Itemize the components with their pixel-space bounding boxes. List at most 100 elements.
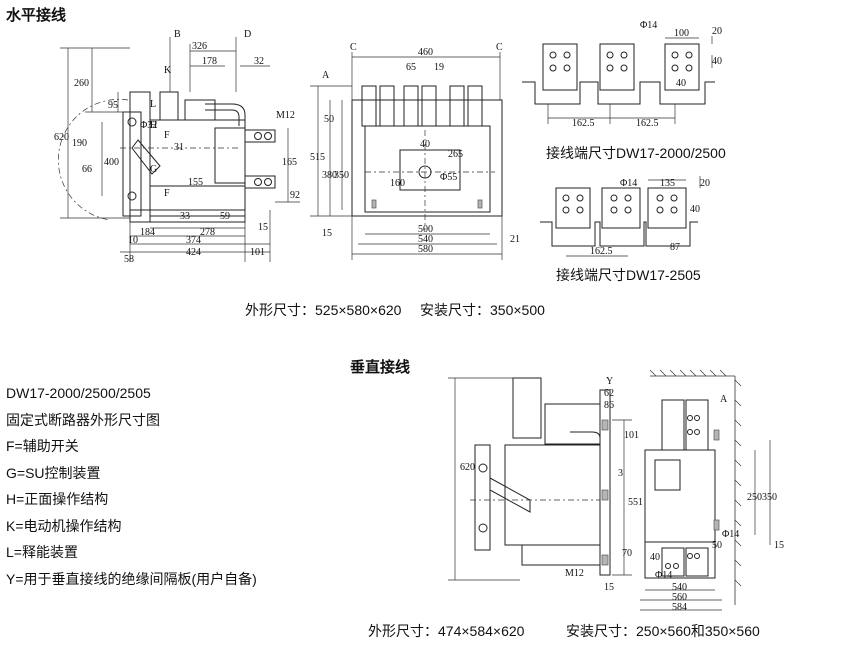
- dim-m12-side: M12: [276, 110, 295, 121]
- dim-165: 165: [282, 157, 297, 168]
- heading-horizontal: 水平接线: [6, 7, 67, 24]
- dim-phi32: Φ32: [140, 120, 157, 131]
- dim-460: 460: [418, 47, 433, 58]
- dim-vs-101: 101: [624, 430, 639, 441]
- legend-l: L=释能装置: [6, 544, 78, 560]
- dim-15-side: 15: [258, 222, 268, 233]
- dim-178: 178: [202, 56, 217, 67]
- dim-vf-540: 540: [672, 582, 687, 593]
- dim-58: 58: [124, 254, 134, 265]
- dim-160: 160: [390, 178, 405, 189]
- caption-terminal-2000-2500: 接线端尺寸DW17-2000/2500: [546, 145, 726, 161]
- dim-letter-h: H: [150, 120, 157, 131]
- dim-vs-620: 620: [460, 462, 475, 473]
- dim-65: 65: [406, 62, 416, 73]
- legend-title: 固定式断路器外形尺寸图: [6, 411, 160, 428]
- dim-t2-phi14: Φ14: [620, 178, 637, 189]
- dim-letter-g: G: [150, 164, 157, 175]
- dim-t1-40-v: 40: [712, 56, 722, 67]
- legend-model: DW17-2000/2500/2505: [6, 385, 151, 401]
- dim-c-left: C: [350, 42, 357, 53]
- dim-vf-a: A: [720, 394, 728, 405]
- dim-t1-20: 20: [712, 26, 722, 37]
- dim-32: 32: [254, 56, 264, 67]
- dim-t1-162-5-a: 162.5: [572, 118, 595, 129]
- dim-letter-d: D: [244, 29, 251, 40]
- dim-t1-100: 100: [674, 28, 689, 39]
- dim-95: 95: [108, 100, 118, 111]
- dim-vf-560: 560: [672, 592, 687, 603]
- terminal-detail-2000-2500: Φ14 100 20 40 40 162.5 162.5: [522, 20, 722, 129]
- dim-vs-86: 86: [604, 400, 614, 411]
- dim-vf-584: 584: [672, 602, 687, 613]
- dim-326: 326: [192, 41, 207, 52]
- dim-vf-15: 15: [774, 540, 784, 551]
- dim-15-front: 15: [322, 228, 332, 239]
- dim-vs-m12: M12: [565, 568, 584, 579]
- dim-vs-62: 62: [604, 388, 614, 399]
- dim-t2-162-5: 162.5: [590, 246, 613, 257]
- dim-t2-40: 40: [690, 204, 700, 215]
- dim-260: 260: [74, 78, 89, 89]
- dim-t2-87: 87: [670, 242, 680, 253]
- dim-350: 350: [334, 170, 349, 181]
- dim-vs-3: 3: [618, 468, 623, 479]
- dim-t2-20: 20: [700, 178, 710, 189]
- dim-101-side: 101: [250, 247, 265, 258]
- legend: DW17-2000/2500/2505 固定式断路器外形尺寸图 F=辅助开关 G…: [6, 380, 257, 592]
- dim-10: 10: [128, 235, 138, 246]
- dim-vf-40: 40: [650, 552, 660, 563]
- dim-40-front: 40: [420, 139, 430, 150]
- dim-vf-phi14-bottom: Φ14: [655, 570, 672, 581]
- dim-vs-15: 15: [604, 582, 614, 593]
- side-view-horizontal: B D 326 178 32 K L H F G F 620 260 95 19…: [54, 29, 300, 265]
- dim-190: 190: [72, 138, 87, 149]
- dim-letter-k: K: [164, 65, 172, 76]
- caption-h-overall: 外形尺寸：525×580×620: [245, 302, 402, 318]
- terminal-detail-2505: Φ14 135 20 40 162.5 87: [540, 176, 710, 257]
- legend-y: Y=用于垂直接线的绝缘间隔板(用户自备): [6, 570, 257, 587]
- legend-g: G=SU控制装置: [6, 464, 101, 481]
- dim-letter-l: L: [150, 99, 156, 110]
- dim-t1-162-5-b: 162.5: [636, 118, 659, 129]
- dim-t2-135: 135: [660, 178, 675, 189]
- dim-c-right: C: [496, 42, 503, 53]
- dim-vf-350: 350: [762, 492, 777, 503]
- dim-380: 380: [322, 170, 337, 181]
- dim-t1-phi14: Φ14: [640, 20, 657, 31]
- dim-374: 374: [186, 235, 201, 246]
- dim-t1-40-h: 40: [676, 78, 686, 89]
- dim-letter-b: B: [174, 29, 181, 40]
- dim-50-front: 50: [324, 114, 334, 125]
- dim-letter-f2: F: [164, 188, 170, 199]
- dim-580: 580: [418, 244, 433, 255]
- dim-184: 184: [140, 227, 155, 238]
- heading-vertical: 垂直接线: [350, 359, 411, 376]
- dim-620: 620: [54, 132, 69, 143]
- legend-f: F=辅助开关: [6, 438, 79, 454]
- front-view-vertical: A 250 350 Φ14 50 15 40 Φ14 540 560 584: [640, 369, 784, 613]
- dim-vs-70: 70: [622, 548, 632, 559]
- caption-h-install: 安装尺寸：350×500: [420, 302, 545, 318]
- dim-500: 500: [418, 224, 433, 235]
- dim-31: 31: [174, 142, 184, 153]
- dim-59: 59: [220, 211, 230, 222]
- side-view-vertical: 620 Y 62 86 101 3 551 70 15 M12: [448, 376, 643, 593]
- dim-19: 19: [434, 62, 444, 73]
- dim-400: 400: [104, 157, 119, 168]
- dim-vf-250: 250: [747, 492, 762, 503]
- dim-424: 424: [186, 247, 201, 258]
- dim-515: 515: [310, 152, 325, 163]
- dim-vf-phi14-right: Φ14: [722, 529, 739, 540]
- dim-21: 21: [510, 234, 520, 245]
- dim-540: 540: [418, 234, 433, 245]
- dim-155: 155: [188, 177, 203, 188]
- dim-letter-f1: F: [164, 130, 170, 141]
- caption-v-install: 安装尺寸：250×560和350×560: [566, 623, 760, 639]
- dim-vs-551: 551: [628, 497, 643, 508]
- dim-33: 33: [180, 211, 190, 222]
- dim-vf-50: 50: [712, 540, 722, 551]
- dim-phi55: Φ55: [440, 172, 457, 183]
- front-view-horizontal: C 460 C 65 19 A 50 515 380 350 15 40 265…: [310, 42, 520, 260]
